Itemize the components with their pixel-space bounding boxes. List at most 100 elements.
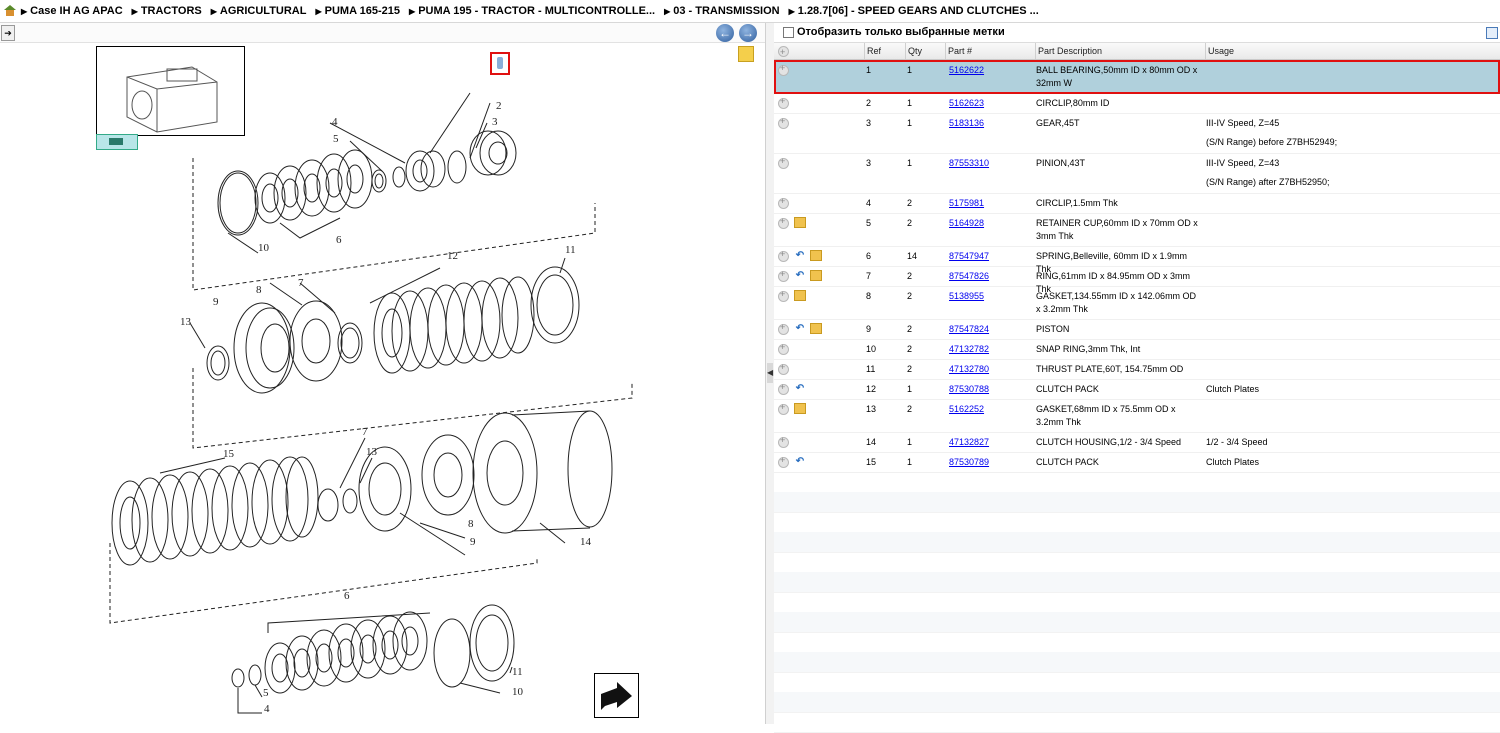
- expand-row-icon[interactable]: [778, 322, 789, 335]
- part-number-link[interactable]: 5175981: [949, 198, 985, 208]
- next-diagram-icon[interactable]: [594, 673, 639, 718]
- expand-row-icon[interactable]: [778, 156, 789, 169]
- ref-cell: 7: [866, 271, 872, 281]
- return-icon[interactable]: ↶: [795, 323, 805, 334]
- note-icon[interactable]: [738, 46, 754, 62]
- assembly-thumbnail[interactable]: [96, 46, 245, 136]
- show-selected-checkbox[interactable]: [783, 27, 794, 38]
- expand-row-icon[interactable]: [778, 362, 789, 375]
- part-number-link[interactable]: 5164928: [949, 218, 985, 228]
- part-number-link[interactable]: 87547826: [949, 271, 990, 281]
- expand-row-icon[interactable]: [778, 96, 789, 109]
- part-number-link[interactable]: 87553310: [949, 158, 990, 168]
- box-icon[interactable]: [810, 270, 822, 281]
- breadcrumb-item[interactable]: ▶TRACTORS: [131, 5, 202, 17]
- part-number-link[interactable]: 5162252: [949, 404, 985, 414]
- qty-cell: 1: [907, 457, 913, 467]
- return-icon[interactable]: ↶: [795, 270, 805, 281]
- expand-row-icon[interactable]: [778, 249, 789, 262]
- part-number-link[interactable]: 5138955: [949, 291, 985, 301]
- return-icon[interactable]: ↶: [795, 383, 805, 394]
- return-icon[interactable]: ↶: [795, 250, 805, 261]
- description-cell: GEAR,45T: [1036, 118, 1080, 128]
- part-number-link[interactable]: 47132827: [949, 437, 990, 447]
- usage-cell: Clutch Plates: [1206, 457, 1260, 467]
- diagram-label: 10: [258, 242, 270, 254]
- expand-row-icon[interactable]: [778, 63, 789, 76]
- breadcrumb-item[interactable]: ▶1.28.7[06] - SPEED GEARS AND CLUTCHES .…: [788, 5, 1039, 17]
- column-header-part[interactable]: Part #: [945, 43, 1035, 59]
- box-icon[interactable]: [810, 323, 822, 334]
- expand-row-icon[interactable]: [778, 455, 789, 468]
- part-number-link[interactable]: 87530788: [949, 384, 990, 394]
- expand-all-icon[interactable]: [774, 43, 792, 60]
- expand-row-icon[interactable]: [778, 435, 789, 448]
- box-icon[interactable]: [810, 250, 822, 261]
- transmission-thumbnail-image: [126, 66, 218, 133]
- part-number-link[interactable]: 87530789: [949, 457, 990, 467]
- part-number-link[interactable]: 47132782: [949, 344, 990, 354]
- expand-row-icon[interactable]: [778, 116, 789, 129]
- column-header-qty[interactable]: Qty: [905, 43, 945, 59]
- grid-menu-icon[interactable]: [1486, 27, 1498, 39]
- breadcrumb-item[interactable]: ▶AGRICULTURAL: [210, 5, 307, 17]
- column-header-usage[interactable]: Usage: [1205, 43, 1500, 59]
- expand-row-icon[interactable]: [778, 216, 789, 229]
- breadcrumb-item[interactable]: ▶Case IH AG APAC: [21, 5, 123, 17]
- part-number-link[interactable]: 87547947: [949, 251, 990, 261]
- box-icon[interactable]: [794, 290, 806, 301]
- expand-tree-icon[interactable]: ➔: [1, 25, 15, 41]
- part-number-link[interactable]: 47132780: [949, 364, 990, 374]
- box-icon[interactable]: [794, 217, 806, 228]
- qty-cell: 1: [907, 384, 913, 394]
- selected-callout-hotspot[interactable]: [490, 52, 510, 75]
- diagram-label: 2: [496, 100, 502, 112]
- part-number-link[interactable]: 5183136: [949, 118, 985, 128]
- part-number-link[interactable]: 5162622: [949, 65, 985, 75]
- previous-page-button[interactable]: ←: [716, 24, 734, 42]
- breadcrumb-item[interactable]: ▶03 - TRANSMISSION: [664, 5, 780, 17]
- diagram-label: 9: [470, 536, 476, 548]
- part-number-link[interactable]: 5162623: [949, 98, 985, 108]
- qty-cell: 1: [907, 98, 913, 108]
- expand-row-icon[interactable]: [778, 196, 789, 209]
- box-icon[interactable]: [794, 403, 806, 414]
- next-page-button[interactable]: →: [739, 24, 757, 42]
- column-header-description[interactable]: Part Description: [1035, 43, 1205, 59]
- part-number-link[interactable]: 87547824: [949, 324, 990, 334]
- expand-row-icon[interactable]: [778, 289, 789, 302]
- return-icon[interactable]: ↶: [795, 456, 805, 467]
- expand-row-icon[interactable]: [778, 382, 789, 395]
- empty-row: [774, 672, 1500, 693]
- diagram-label: 4: [332, 116, 338, 128]
- expand-row-icon[interactable]: [778, 342, 789, 355]
- empty-row: [774, 652, 1500, 673]
- breadcrumb-item[interactable]: ▶PUMA 195 - TRACTOR - MULTICONTROLLE...: [409, 5, 656, 17]
- collapse-arrow-icon[interactable]: ◀: [767, 363, 773, 383]
- breadcrumb-item[interactable]: ▶PUMA 165-215: [315, 5, 401, 17]
- home-icon[interactable]: [3, 5, 17, 17]
- usage-cell: III-IV Speed, Z=45: [1206, 118, 1280, 128]
- expand-row-icon[interactable]: [778, 402, 789, 415]
- expand-row-icon[interactable]: [778, 269, 789, 282]
- assembly-thumbnail-button[interactable]: [96, 134, 138, 150]
- column-header-ref[interactable]: Ref: [864, 43, 906, 59]
- ref-cell: 15: [866, 457, 877, 467]
